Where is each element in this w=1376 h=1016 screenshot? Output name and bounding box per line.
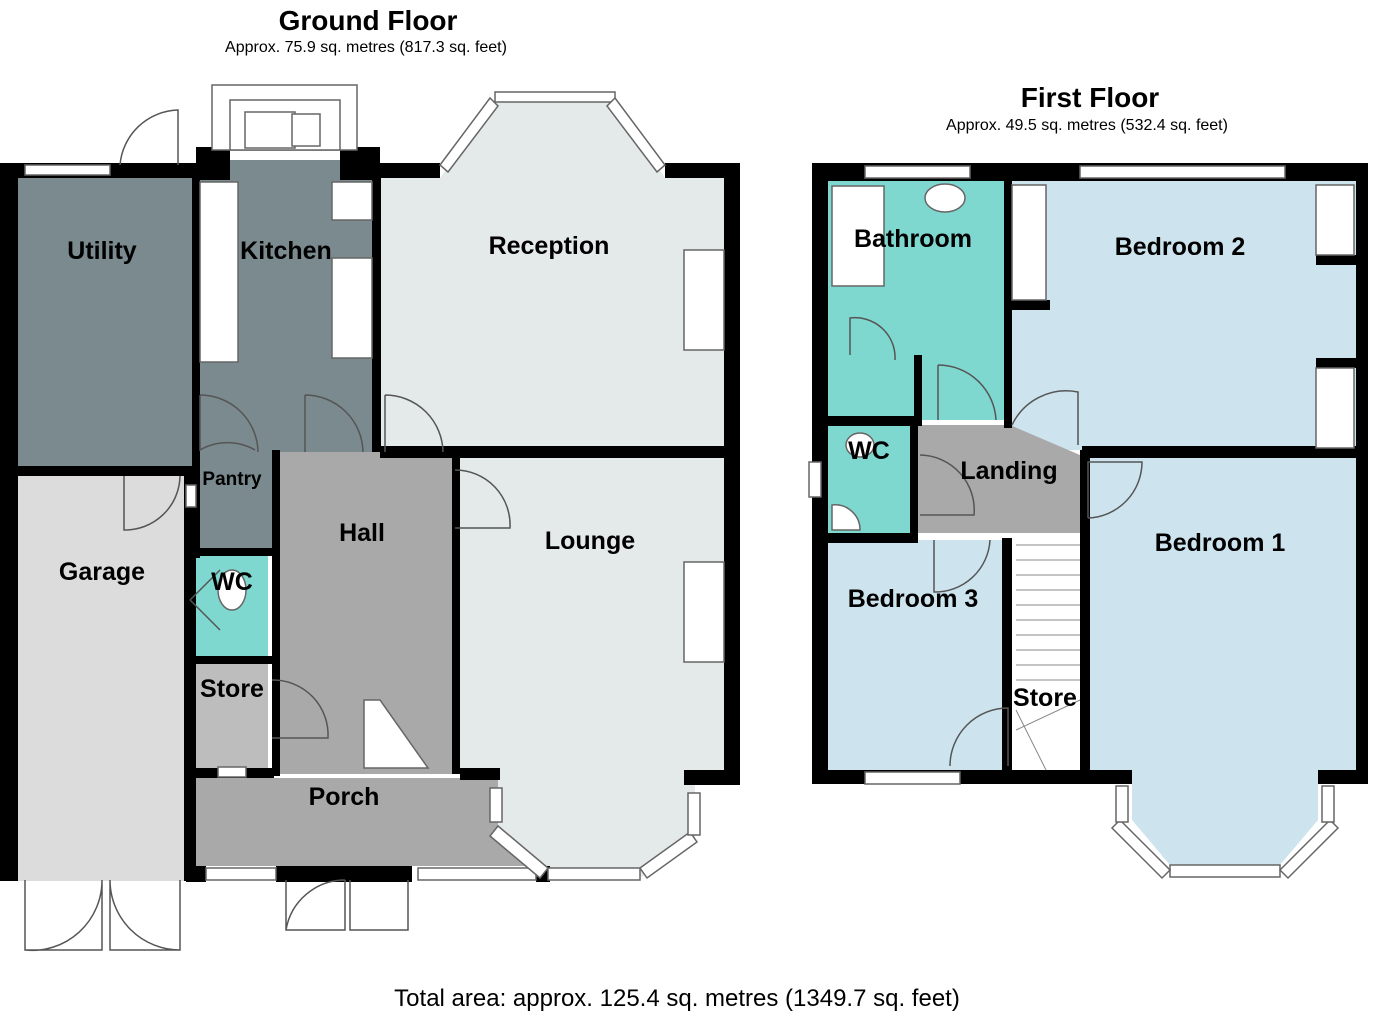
label-porch: Porch	[309, 783, 380, 811]
label-hall: Hall	[339, 519, 385, 547]
label-reception: Reception	[489, 232, 610, 260]
staircase	[1015, 544, 1081, 771]
label-garage: Garage	[59, 558, 145, 586]
label-bedroom3: Bedroom 3	[848, 585, 979, 613]
label-kitchen: Kitchen	[240, 237, 332, 265]
label-wc-ground: WC	[211, 568, 253, 596]
label-utility: Utility	[67, 237, 137, 265]
porch-room	[196, 778, 536, 866]
landing-room	[914, 425, 1080, 533]
ground-floor-area: Approx. 75.9 sq. metres (817.3 sq. feet)	[225, 39, 507, 56]
label-lounge: Lounge	[545, 527, 635, 555]
first-floor-title: First Floor	[1021, 82, 1160, 113]
label-pantry: Pantry	[202, 469, 262, 490]
lounge-room	[458, 458, 724, 878]
first-floor-area: Approx. 49.5 sq. metres (532.4 sq. feet)	[946, 117, 1228, 134]
label-wc-first: WC	[848, 437, 890, 465]
label-bedroom2: Bedroom 2	[1115, 233, 1246, 261]
store-room-first	[1012, 538, 1082, 772]
garage-room	[18, 476, 184, 881]
label-bedroom1: Bedroom 1	[1155, 529, 1286, 557]
total-area: Total area: approx. 125.4 sq. metres (13…	[394, 985, 960, 1012]
first-floor-plan	[808, 163, 1368, 880]
bedroom3-room	[828, 540, 1006, 770]
pantry-room	[196, 452, 272, 550]
label-store-first: Store	[1013, 684, 1077, 712]
ground-floor-title: Ground Floor	[279, 5, 458, 36]
ground-floor-plan	[0, 84, 740, 952]
utility-room	[18, 178, 196, 468]
store-room-ground	[196, 664, 268, 770]
bedroom2-room	[1008, 180, 1356, 450]
reception-room	[380, 100, 724, 448]
bedroom1-room	[1088, 458, 1356, 865]
label-landing: Landing	[960, 457, 1057, 485]
label-bathroom: Bathroom	[854, 225, 972, 253]
label-store-ground: Store	[200, 675, 264, 703]
